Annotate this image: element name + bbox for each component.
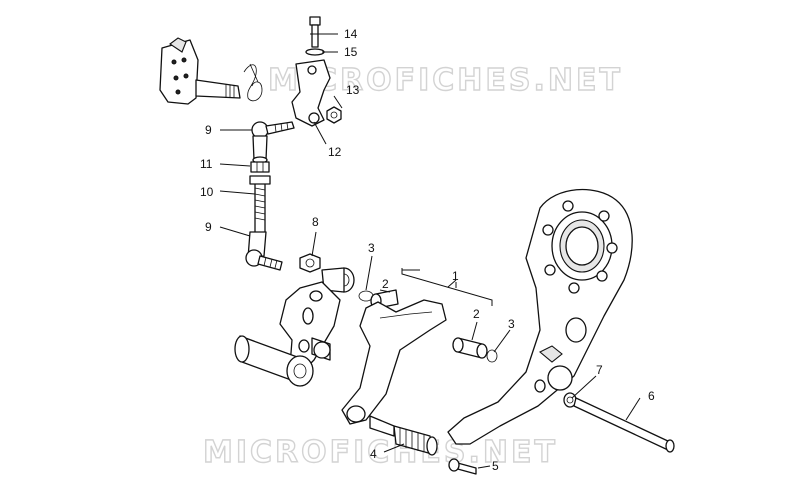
callout-2-upper: 2 [382,277,389,291]
left-bracket-plate [279,281,341,375]
circlip-3-lower [486,349,498,363]
nut-11 [250,161,270,173]
callout-7: 7 [596,363,603,377]
callout-1-bracket [401,268,493,306]
callout-4: 4 [370,447,377,461]
pin-bush-small [311,337,331,361]
through-bolt-6 [573,397,675,453]
shift-lever-arm-12 [291,59,331,127]
pedal-rubber-4 [369,415,438,456]
callout-11: 11 [200,157,213,171]
screw-5 [448,458,477,475]
callout-3-upper: 3 [368,241,375,255]
watermark-bottom: MICROFICHES.NET [203,435,558,470]
callout-13: 13 [346,83,360,97]
callout-14: 14 [344,27,358,41]
threaded-rod-10 [249,175,271,235]
callout-3-lower: 3 [508,317,515,331]
nut-8 [299,253,321,273]
circlip-spring [243,63,263,102]
nut-13 [326,106,342,124]
bush-left [321,267,355,293]
bolt-14 [309,16,321,48]
ball-joint-lower-9 [245,231,283,271]
ball-joint-upper-9 [251,121,295,164]
callout-15: 15 [344,45,358,59]
gear-pedal-lever-1 [341,299,447,425]
washer-15 [305,48,325,56]
bush-2-lower [452,337,488,359]
callout-6: 6 [648,389,655,403]
callout-9-lower: 9 [205,220,212,234]
callout-9-upper: 9 [205,123,212,137]
right-main-plate [447,188,633,445]
callout-1: 1 [452,269,459,283]
callout-10: 10 [200,185,214,199]
leader-lines [219,33,641,469]
gearbox-shift-shaft [159,37,241,105]
callout-5: 5 [492,459,499,473]
callout-8: 8 [312,215,319,229]
callout-12: 12 [328,145,342,159]
footpeg-cylinder [234,335,314,387]
callout-2-lower: 2 [473,307,480,321]
